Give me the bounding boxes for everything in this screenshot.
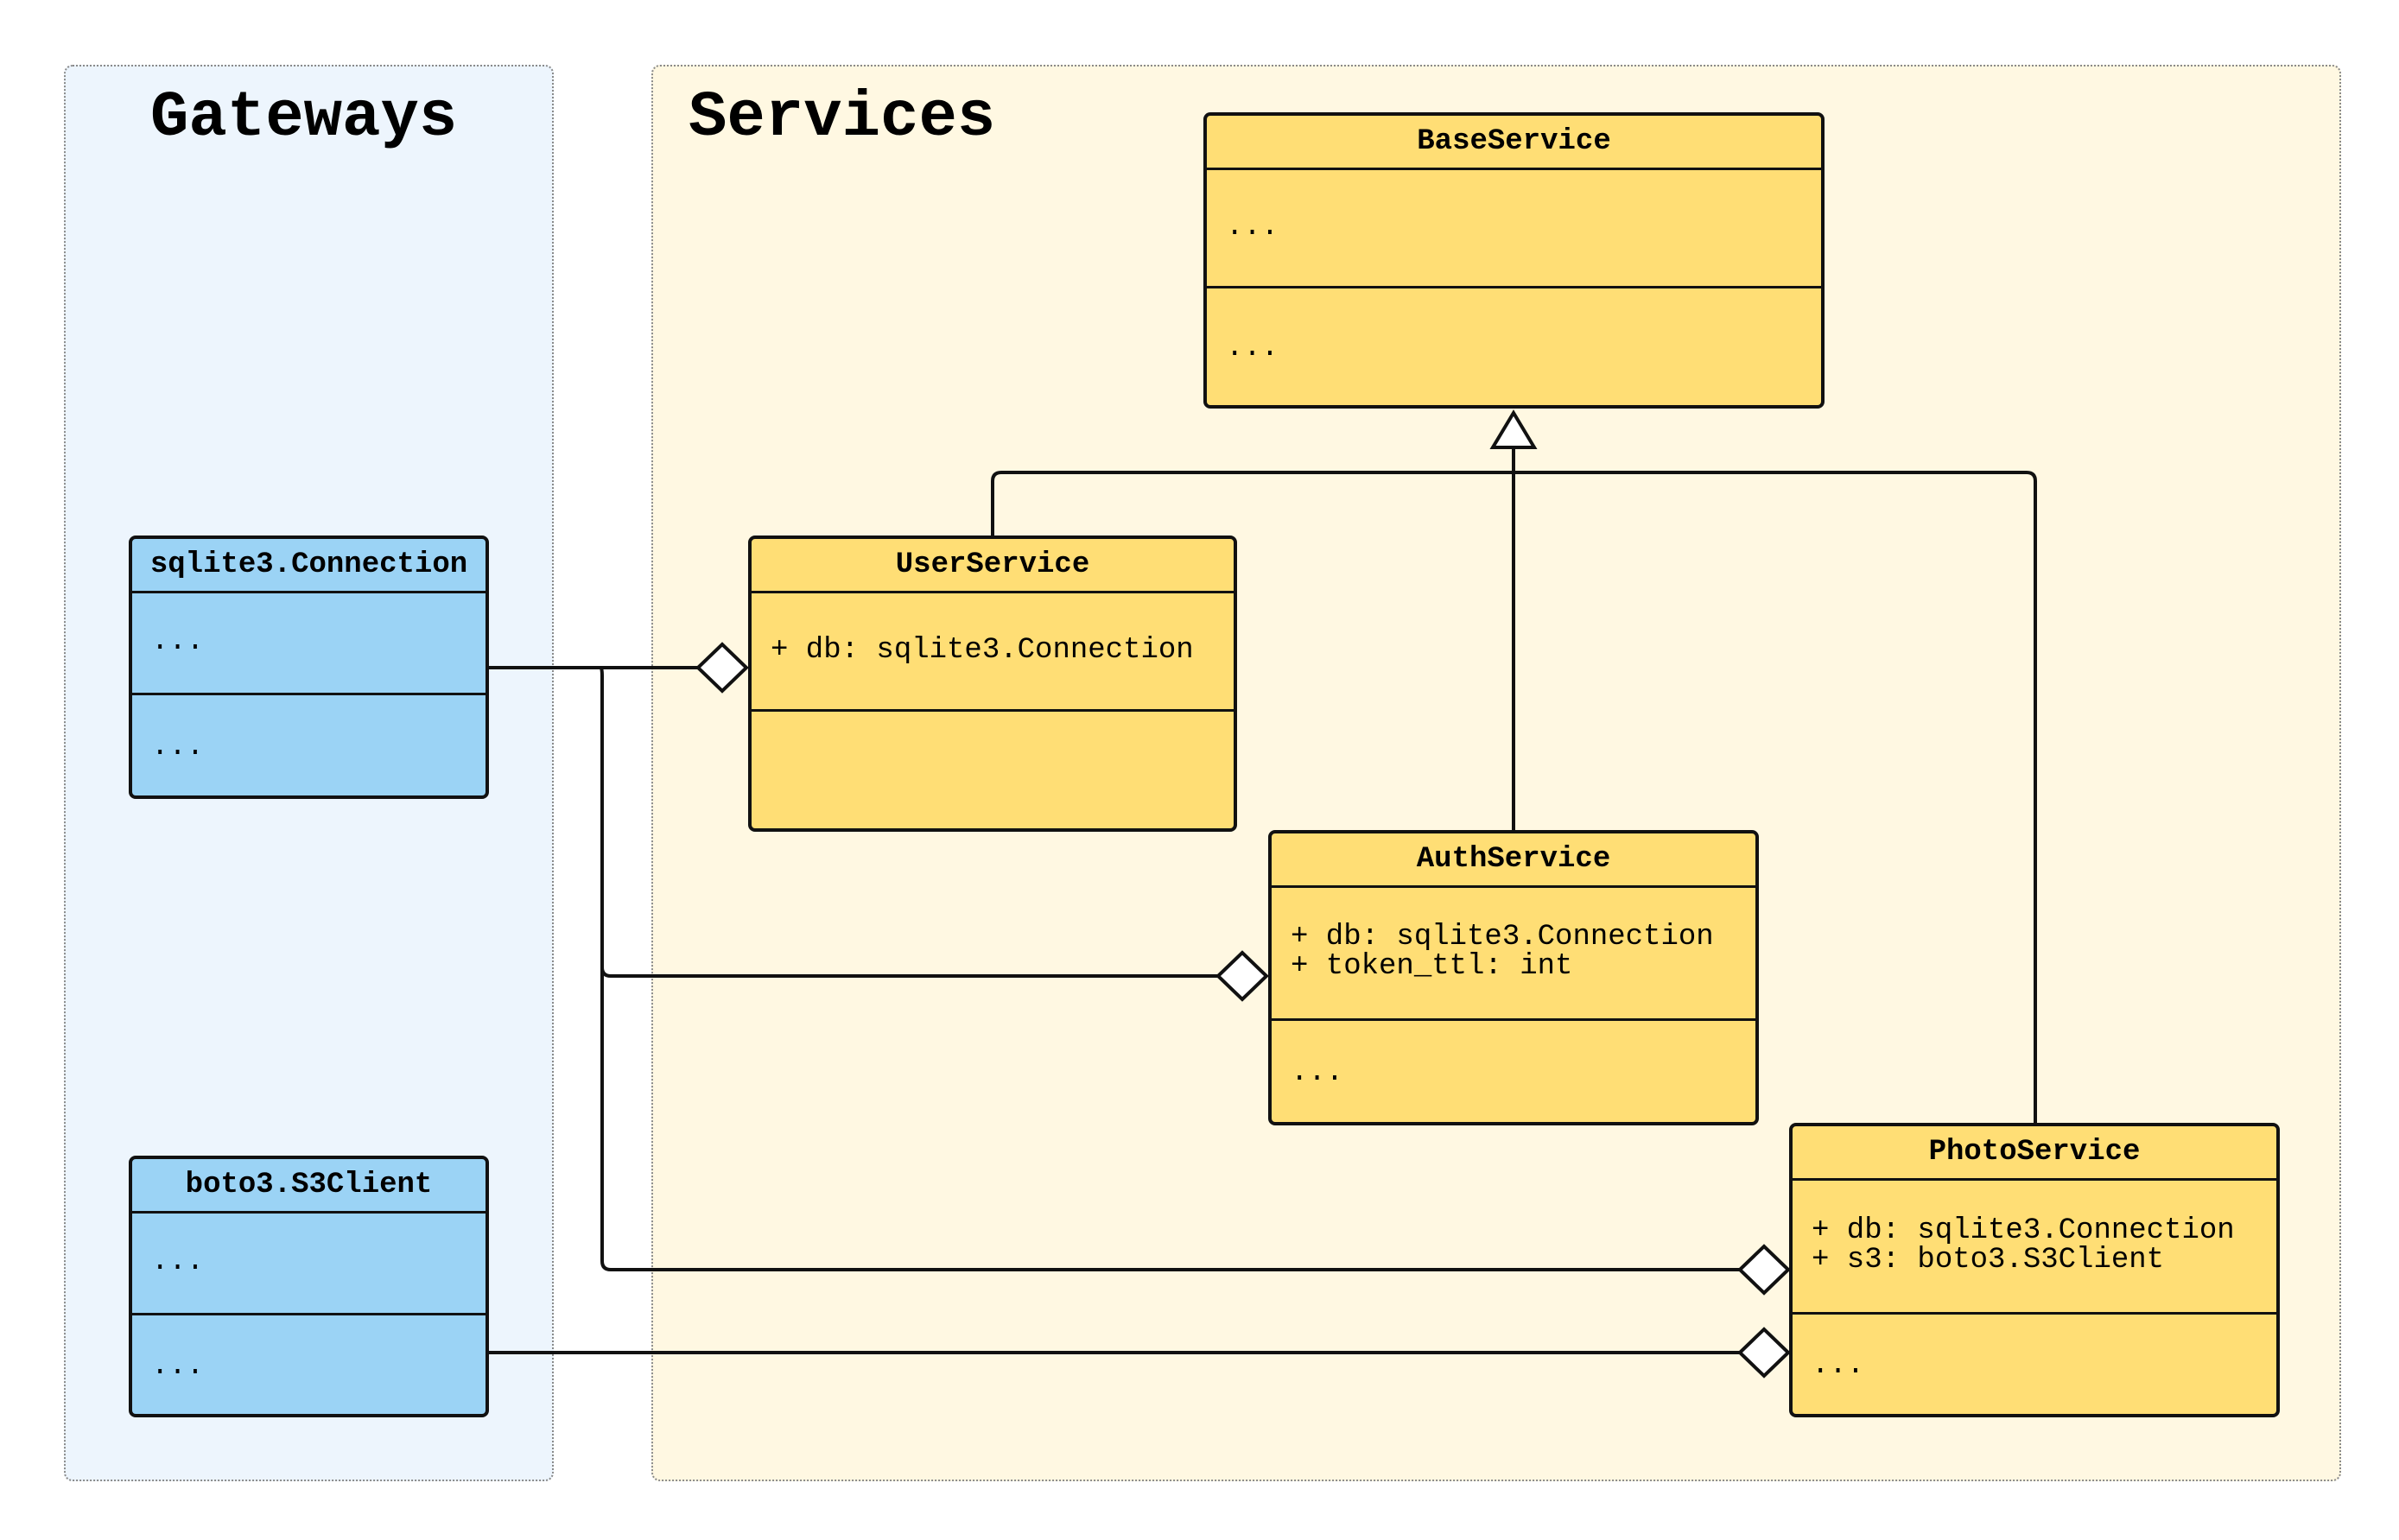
class-methods: ... xyxy=(1207,286,1821,405)
class-boto3-s3client[interactable]: boto3.S3Client ... ... xyxy=(129,1156,489,1417)
class-name: AuthService xyxy=(1272,833,1755,888)
class-methods: ... xyxy=(1272,1018,1755,1122)
attribute: + token_ttl: int xyxy=(1291,950,1573,983)
method: ... xyxy=(151,1349,205,1383)
attribute: ... xyxy=(151,1245,205,1278)
method: ... xyxy=(151,730,205,764)
aggregation-line-sqlite-photoservice xyxy=(600,967,1740,1271)
aggregation-diamond-photoservice-s3 xyxy=(1737,1327,1791,1378)
attribute: + s3: boto3.S3Client xyxy=(1812,1243,2165,1277)
aggregation-diamond-photoservice-db xyxy=(1737,1244,1791,1296)
aggregation-diamond-authservice xyxy=(1215,950,1269,1002)
attribute: + db: sqlite3.Connection xyxy=(771,633,1194,667)
class-userservice[interactable]: UserService + db: sqlite3.Connection xyxy=(748,536,1237,832)
class-name: boto3.S3Client xyxy=(132,1159,486,1214)
class-methods: ... xyxy=(1793,1312,2276,1414)
class-attributes: ... xyxy=(132,591,486,693)
class-attributes: + db: sqlite3.Connection xyxy=(752,591,1234,709)
class-name: PhotoService xyxy=(1793,1126,2276,1181)
class-name: sqlite3.Connection xyxy=(132,539,486,593)
method: ... xyxy=(1291,1056,1344,1089)
class-attributes: + db: sqlite3.Connection + s3: boto3.S3C… xyxy=(1793,1178,2276,1312)
aggregation-diamond-userservice xyxy=(695,642,749,694)
method: ... xyxy=(1812,1349,1865,1382)
class-methods: ... xyxy=(132,693,486,795)
attribute: ... xyxy=(151,625,205,658)
gateways-title: Gateways xyxy=(150,82,458,155)
class-methods xyxy=(752,709,1234,828)
class-attributes: ... xyxy=(1207,168,1821,286)
services-title: Services xyxy=(689,82,996,155)
class-sqlite3-connection[interactable]: sqlite3.Connection ... ... xyxy=(129,536,489,799)
class-attributes: + db: sqlite3.Connection + token_ttl: in… xyxy=(1272,885,1755,1018)
attribute: + db: sqlite3.Connection xyxy=(1291,921,1714,954)
inheritance-line-photoservice xyxy=(1514,471,2037,1123)
attribute: ... xyxy=(1226,210,1279,244)
class-name: BaseService xyxy=(1207,116,1821,170)
class-authservice[interactable]: AuthService + db: sqlite3.Connection + t… xyxy=(1268,830,1759,1125)
method: ... xyxy=(1226,332,1279,364)
inheritance-arrowhead xyxy=(1489,409,1538,449)
class-methods: ... xyxy=(132,1313,486,1414)
attribute: + db: sqlite3.Connection xyxy=(1812,1214,2235,1247)
class-name: UserService xyxy=(752,539,1234,593)
class-attributes: ... xyxy=(132,1211,486,1313)
inheritance-line-userservice xyxy=(991,471,1514,536)
class-photoservice[interactable]: PhotoService + db: sqlite3.Connection + … xyxy=(1789,1123,2280,1417)
class-baseservice[interactable]: BaseService ... ... xyxy=(1203,112,1825,409)
